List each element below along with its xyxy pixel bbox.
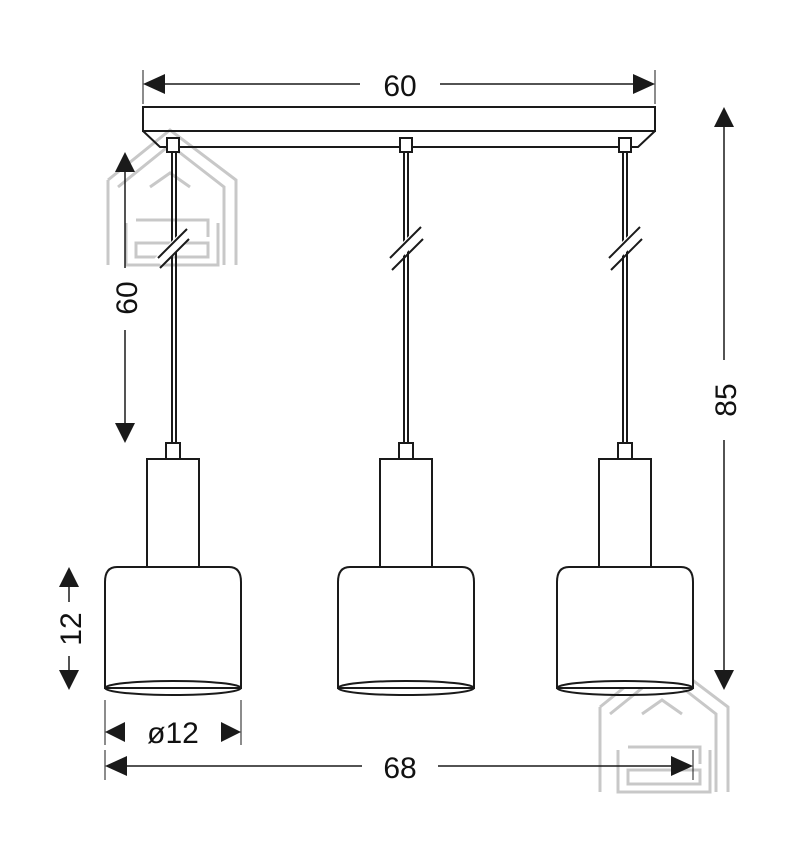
label-shade-height: 12 — [55, 612, 88, 645]
pendant-left — [104, 137, 242, 696]
pendant-right — [556, 137, 694, 696]
dimension-total-width: 68 — [104, 750, 694, 785]
pendant-center — [337, 137, 475, 696]
label-canopy-width: 60 — [383, 70, 416, 103]
dimension-total-height: 85 — [710, 107, 743, 690]
cable-break-right — [605, 226, 644, 271]
dimension-shade-diameter: ø12 — [104, 700, 242, 750]
label-shade-diameter: ø12 — [147, 717, 199, 750]
label-total-width: 68 — [383, 752, 416, 785]
label-total-height: 85 — [710, 383, 743, 416]
cable-break-left — [154, 228, 191, 269]
dimension-cable-length: 60 — [111, 152, 144, 443]
dimension-shade-height: 12 — [55, 567, 88, 690]
dimension-canopy-width: 60 — [142, 70, 656, 104]
cable-break-center — [386, 226, 425, 271]
label-cable-length: 60 — [111, 281, 144, 314]
